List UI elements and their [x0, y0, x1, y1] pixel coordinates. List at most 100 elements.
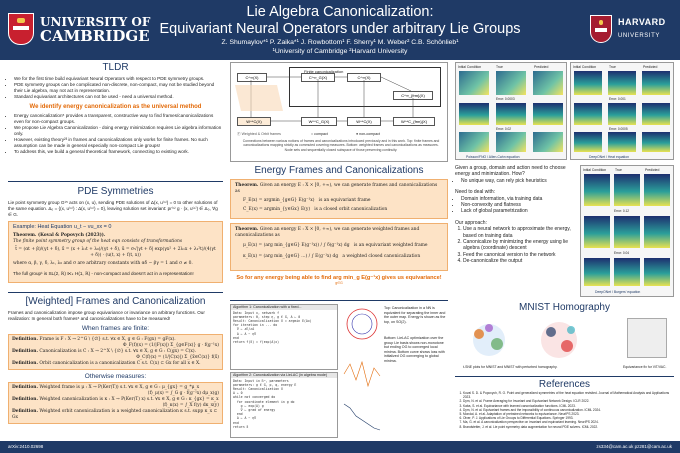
arrow — [380, 76, 412, 92]
title-line1: Lie Algebra Canonicalization: — [246, 4, 434, 20]
arxiv-id: arXiv:2410.02698 — [8, 444, 44, 449]
algo1-title: Algorithm 1: Canonicalization with a fix… — [231, 305, 337, 310]
fig-caption: Poisson/FNO / Allen-Cahn equation — [466, 155, 520, 159]
heatmap-image — [608, 103, 636, 125]
harvard-line2: UNIVERSITY — [618, 33, 661, 39]
fig-label: True — [615, 168, 622, 172]
heatmap-image — [533, 103, 563, 125]
heatmap-image — [614, 174, 640, 206]
algo-note-bottom: Bottom: LieLAC optimization over the gro… — [384, 336, 445, 363]
full-group-note: The full group¹ is SL(2, ℝ) ⋉ₖ H(1, ℝ) -… — [13, 271, 194, 276]
tldr-heading: TLDR — [102, 62, 129, 73]
title-line2: Equivariant Neural Operators under arbit… — [159, 21, 521, 37]
divider — [8, 181, 223, 182]
heatmap-image — [642, 103, 670, 125]
theorem-text: Given an energy E : X × [0, +∞), we can … — [235, 183, 438, 194]
example-title: Example: Heat Equation u_t − νu_xx = 0 — [13, 224, 112, 230]
def-label: Definition. — [12, 409, 38, 414]
diagram-node: W^*C(X) — [237, 117, 271, 126]
fig-label: Initial Condition — [458, 65, 482, 69]
approach-list: Use a neural network to approximate the … — [455, 226, 577, 264]
need-heading: Need to deal with: — [455, 189, 496, 196]
fig-label: True — [609, 65, 616, 69]
heatmap-image — [533, 71, 563, 95]
theorem-label: Theorem. — [235, 227, 259, 232]
finite-canon-box: Finite canonicalization — [289, 67, 441, 107]
energy-plots — [343, 308, 381, 431]
fig-caption: DeepONet / Heat equation — [589, 155, 629, 159]
finite-heading: When frames are finite: — [81, 325, 150, 332]
legend-compact-label: compact — [314, 132, 328, 136]
cambridge-logo: UNIVERSITY OF CAMBRIDGE — [8, 8, 150, 50]
error-label: Error: 0.12 — [614, 209, 630, 213]
heatmap-image — [644, 258, 670, 286]
definition: Frame is F : X → 2^G \ {∅} s.t. ∀x ∈ X, … — [39, 337, 176, 342]
poster-header — [0, 0, 680, 60]
algo-note-top: Top: Canonicalization in a NN is equival… — [384, 306, 446, 324]
mnist-section: MNIST Homography t-SNE plots for MNIST a… — [455, 302, 674, 374]
fig-label: Predicted — [645, 168, 660, 172]
algorithm-2: Algorithm 2: Canonicalization via LieLAC… — [230, 372, 338, 438]
def-equation: Φ_C(f)(x) = (1/|C(x)|) Σ_{x̃∈C(x)} f(x̃) — [136, 355, 219, 360]
references-section: References Koval S. D. & Popovych, R. O.… — [455, 379, 674, 439]
energy-ring-inner — [351, 313, 373, 335]
list-item: We for the first time build equivariant … — [14, 76, 223, 82]
cambridge-line1: UNIVERSITY OF — [40, 15, 151, 29]
error-label: Error: 0.0003 — [496, 97, 515, 101]
frames-diagram: Finite canonicalization C^∞(X) C^∞_G(X) … — [230, 62, 448, 162]
list-item: However, existing theory²³ in frames and… — [14, 137, 223, 149]
harvard-line1: HARVARD — [618, 17, 666, 27]
diagram-caption: Connections between various notions of f… — [242, 139, 440, 152]
heatmap-image — [574, 71, 602, 95]
error-label: Error: 0.04 — [614, 251, 630, 255]
fig-label: True — [496, 65, 503, 69]
definition: Canonicalization is C : X → 2^X \ {∅} s.… — [39, 349, 197, 354]
legend-compact: ○ compact — [311, 132, 328, 136]
compact-region — [235, 85, 283, 111]
error-label: Error: 0.001 — [609, 97, 626, 101]
list-item: Dym, N. et al. Equivariant frames and th… — [463, 408, 674, 412]
finite-defs-box: Definition. Frame is F : X → 2^G \ {∅} s… — [8, 334, 223, 370]
poster-title: Lie Algebra Canonicalization: Equivarian… — [150, 4, 530, 38]
list-item: PDE symmetry groups can be complicated n… — [14, 82, 223, 94]
list-item: Dym, N. et al. Frame Averaging for Invar… — [463, 399, 674, 403]
theorem-equation: F_E(x) = argmin_{g∈G} E(g⁻¹x) — [243, 198, 315, 203]
energy-theorem-1: Theorem. Given an energy E : X × [0, +∞)… — [230, 179, 448, 219]
results-figure-burgers: Initial Condition True Predicted Error: … — [580, 165, 674, 297]
heatmap-image — [584, 258, 610, 286]
divider — [8, 292, 223, 293]
diagram-node: W^*C_G(X) — [301, 117, 337, 126]
weighted-intro: Frames and canonicalization impose group… — [8, 310, 205, 321]
list-item: Mondal, A. et al. Adaptation of pretrain… — [463, 412, 674, 416]
weighted-section: [Weighted] Frames and Canonicalization F… — [8, 296, 223, 438]
approach-intro: Given a group, domain and action need to… — [455, 165, 566, 178]
heatmap-image — [574, 103, 602, 125]
fig-label: Initial Condition — [573, 65, 597, 69]
def-equation: ⟨f⟩_κ(x) = ∫_X f(y) dκ_x(y) — [162, 403, 219, 408]
tldr-bullets: We for the first time build equivariant … — [8, 76, 223, 100]
list-item: No unique way, can rely pick heuristics — [461, 178, 577, 184]
finite-box-label: Finite canonicalization — [304, 69, 344, 74]
theorem-line: where α, β, γ, δ, λ₁, λ₀ and σ are arbit… — [13, 261, 193, 266]
harvard-logo: HARVARD UNIVERSITY — [590, 8, 666, 50]
legend-noncompact-label: non-compact — [359, 132, 380, 136]
def-label: Definition. — [12, 349, 38, 354]
algorithm-1: Algorithm 1: Canonicalization with a fix… — [230, 304, 338, 370]
error-label: Error: 0.0005 — [609, 127, 628, 131]
diagram-node: C^∞(X) — [237, 73, 267, 82]
legend-noncompact: ● non-compact — [356, 132, 380, 136]
definition: Weighted orbit canonicalization is a wei… — [12, 409, 218, 420]
diagram-node: W^*C(X) — [347, 117, 381, 126]
list-item: Lack of global parametrization — [461, 208, 577, 214]
theorem-equation: μ_E(x) = (arg min_{g∈G} E(g⁻¹x)) / ∫ δ(g… — [243, 243, 350, 248]
heatmap-image — [496, 103, 526, 125]
harvard-shield-icon — [590, 15, 612, 43]
list-item: Standard equivariant architectures can n… — [14, 94, 223, 100]
pde-heading: PDE Symmetries — [77, 186, 154, 197]
list-item: Non-convexity and flatness — [461, 202, 577, 208]
list-item: De-canonicalize the output — [463, 258, 577, 264]
heatmap-image — [459, 103, 489, 125]
list-item: Canonicalize by minimizing the energy us… — [463, 239, 577, 252]
def-label: Definition. — [12, 385, 38, 390]
definition: Weighted canonicalization is κ : X → P(K… — [39, 397, 219, 402]
